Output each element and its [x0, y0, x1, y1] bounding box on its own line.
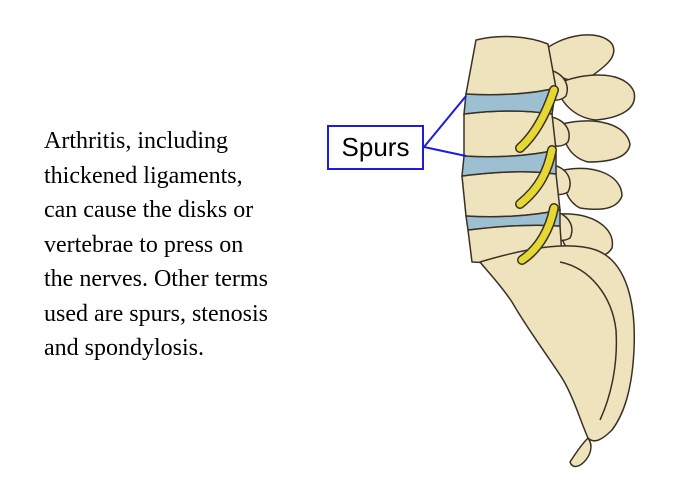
callout-leader-line [423, 146, 467, 157]
body-text-line: can cause the disks or [44, 197, 254, 223]
coccyx [569, 437, 592, 468]
body-text: Arthritis, including thickened ligaments… [44, 124, 334, 366]
sacrum [479, 245, 636, 442]
intervertebral-disk [461, 149, 557, 177]
vertebral-body [465, 35, 557, 96]
spinous-process [561, 120, 631, 163]
nerve-root [516, 146, 556, 208]
intervertebral-disk [465, 209, 561, 231]
body-text-line: Arthritis, including [44, 128, 228, 154]
spinous-process [562, 167, 623, 211]
body-text-line: and spondylosis. [44, 335, 205, 361]
nerve-root [516, 86, 558, 152]
sacrum-ridge [559, 261, 618, 421]
body-text-line: thickened ligaments, [44, 162, 243, 189]
callout-label: Spurs [341, 132, 410, 162]
callout-leader-line [423, 95, 467, 148]
body-text-line: vertebrae to press on [44, 231, 244, 258]
intervertebral-disk [463, 86, 557, 115]
body-text-line: the nerves. Other terms [44, 266, 268, 292]
spurs-callout: Spurs [327, 125, 424, 170]
nerve-root [518, 204, 558, 264]
spinous-process [555, 74, 636, 121]
body-text-line: used are spurs, stenosis [44, 300, 268, 327]
